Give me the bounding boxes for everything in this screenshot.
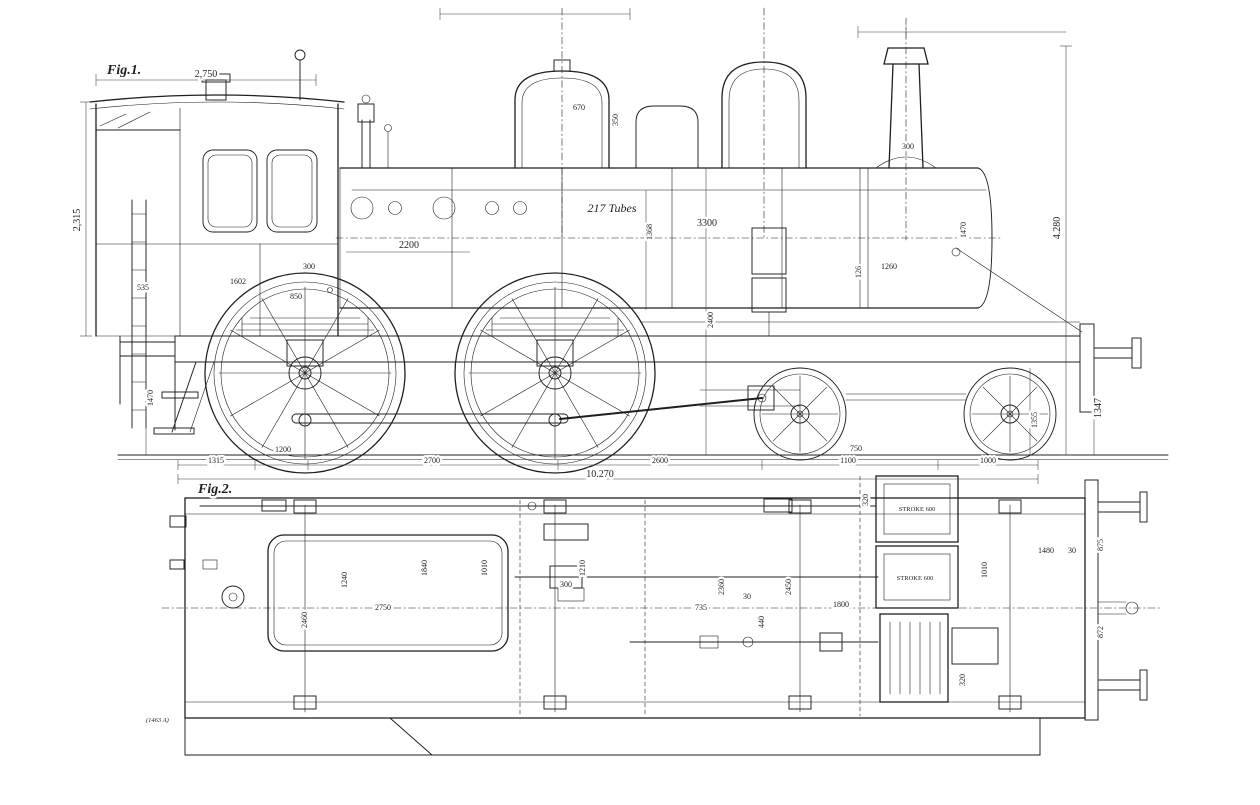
- dim-1355: 1355: [1030, 412, 1039, 428]
- dim-2460: 2460: [300, 612, 309, 628]
- fig2-motion-rods: [199, 498, 879, 652]
- fig1-suspension: [235, 317, 625, 367]
- fig1-frame: [119, 199, 1142, 435]
- fig1-cab: [89, 49, 345, 337]
- dim-chain-1200: 1200: [275, 445, 291, 454]
- dim-1470-boiler: 1470: [959, 222, 968, 238]
- dim-875: 875: [1096, 539, 1105, 551]
- fig1-boiler: [335, 94, 1083, 337]
- dim-1470-left: 1470: [146, 390, 155, 406]
- dim-750: 750: [850, 444, 862, 453]
- dim-chain-1100: 1100: [840, 456, 856, 465]
- dim-872: 872: [1096, 626, 1105, 638]
- dim-1210: 1210: [578, 560, 587, 576]
- dim-735: 735: [695, 603, 707, 612]
- dim-1800: 1800: [833, 600, 849, 609]
- dim-1480: 1480: [1038, 546, 1054, 555]
- dim-1260: 1260: [881, 262, 897, 271]
- dim-440: 440: [757, 616, 766, 628]
- fig2-axles: [293, 499, 1022, 713]
- dim-1368: 1368: [645, 224, 654, 240]
- dim-chain-1000: 1000: [980, 456, 996, 465]
- dim-126: 126: [854, 266, 863, 278]
- dim-1240: 1240: [340, 572, 349, 588]
- dim-chain-2600: 2600: [652, 456, 668, 465]
- stroke-label-a: STROKE 600: [899, 506, 936, 513]
- fig2-labels: Fig.2. 2460 1240 1840 1010 2750 300 1210…: [195, 480, 1108, 689]
- fig1-dimension-lines: [80, 8, 1095, 484]
- dim-2750-plan: 2750: [375, 603, 391, 612]
- dim-535: 535: [137, 283, 149, 292]
- dim-300-frame: 300: [303, 262, 315, 271]
- fig1-rails: [117, 454, 1169, 460]
- tubes-note: 217 Tubes: [587, 201, 636, 215]
- fig2-outline: [161, 475, 1163, 756]
- fig1-side-elevation: Fig.1. 2,750 2,315 535 1602 850 300 2200…: [70, 7, 1169, 484]
- fig1-labels: Fig.1. 2,750 2,315 535 1602 850 300 2200…: [70, 61, 1107, 483]
- plate-mark: (1463 A): [146, 717, 169, 724]
- dim-1010-axle: 1010: [980, 562, 989, 578]
- dim-2315: 2,315: [72, 209, 83, 232]
- dim-350: 350: [611, 114, 620, 126]
- dim-1010-tank: 1010: [480, 560, 489, 576]
- fig2-plan-view: Fig.2. 2460 1240 1840 1010 2750 300 1210…: [161, 475, 1163, 756]
- dim-chain-2700: 2700: [424, 456, 440, 465]
- fig2-water-tank: [267, 534, 509, 652]
- dim-300-plan: 300: [560, 580, 572, 589]
- dim-30-b: 30: [1068, 546, 1076, 555]
- dim-320-bottom: 320: [958, 674, 967, 686]
- dim-1602: 1602: [230, 277, 246, 286]
- dim-1840: 1840: [420, 560, 429, 576]
- dim-2400: 2400: [706, 312, 715, 328]
- fig2-buffers-right: [1097, 491, 1148, 701]
- dim-1347: 1347: [1093, 398, 1104, 418]
- stroke-label-b: STROKE 600: [897, 575, 934, 582]
- dim-chain-1315: 1315: [208, 456, 224, 465]
- dim-670: 670: [573, 103, 585, 112]
- fig1-title: Fig.1.: [106, 63, 141, 78]
- fig2-title: Fig.2.: [197, 482, 232, 497]
- dim-850: 850: [290, 292, 302, 301]
- dim-30-a: 30: [743, 592, 751, 601]
- fig1-domes-chimney: [514, 7, 937, 241]
- dim-300-chimney: 300: [902, 142, 914, 151]
- dim-2450: 2450: [784, 579, 793, 595]
- dim-320-top: 320: [861, 494, 870, 506]
- fig2-cylinders: [875, 475, 999, 703]
- dim-total-10270: 10.270: [586, 469, 614, 480]
- fig1-wheels: [204, 272, 1057, 474]
- dim-2750: 2,750: [195, 69, 218, 80]
- dim-3300: 3300: [697, 218, 717, 229]
- dim-2200: 2200: [399, 240, 419, 251]
- fig2-left-details: [169, 515, 245, 609]
- dim-4280: 4.280: [1052, 217, 1063, 240]
- dim-2360: 2360: [717, 579, 726, 595]
